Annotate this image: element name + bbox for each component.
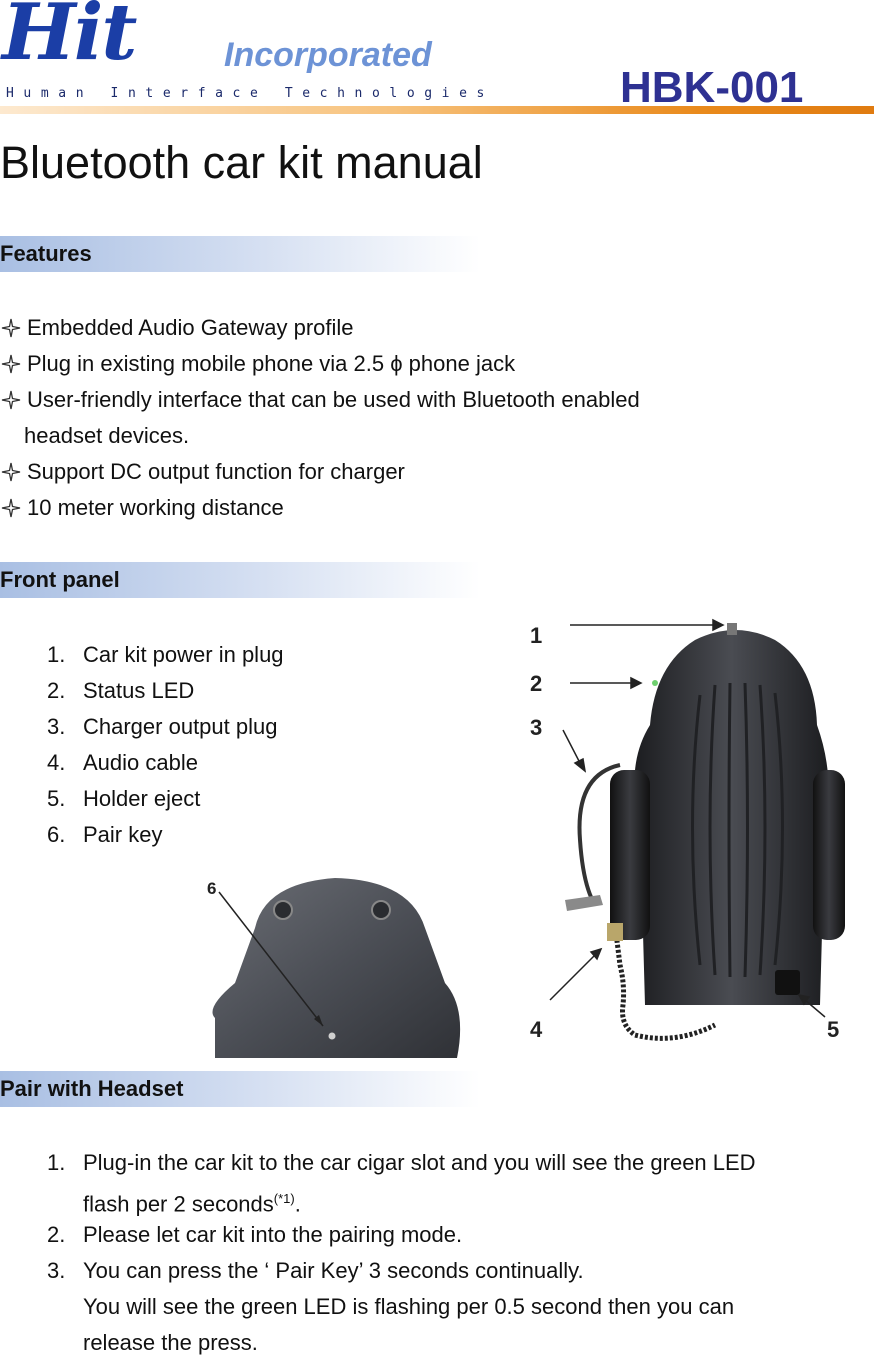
section-heading: Front panel <box>0 567 120 592</box>
model-number: HBK-001 <box>620 63 804 112</box>
callout-5: 5 <box>827 1017 839 1042</box>
callout-2: 2 <box>530 671 542 696</box>
list-item: 5.Holder eject <box>47 786 201 811</box>
section-header-pair-with-headset: Pair with Headset <box>0 1071 480 1107</box>
hit-logo: Hit <box>2 0 137 78</box>
callout-1: 1 <box>530 623 542 648</box>
star-bullet-icon <box>1 354 21 374</box>
list-item: 2.Status LED <box>47 678 195 703</box>
star-bullet-icon <box>1 318 21 338</box>
callout-6: 6 <box>207 879 216 898</box>
list-item-continuation: You will see the green LED is flashing p… <box>83 1294 735 1319</box>
page-title: Bluetooth car kit manual <box>0 137 483 188</box>
list-item: Support DC output function for charger <box>0 454 640 490</box>
section-header-front-panel: Front panel <box>0 562 480 598</box>
section-header-features: Features <box>0 236 480 272</box>
footnote-ref: (*1) <box>273 1191 295 1206</box>
list-item: 3.You can press the ‘ Pair Key’ 3 second… <box>47 1258 584 1283</box>
list-item-continuation: headset devices. <box>24 423 190 448</box>
list-item-continuation: flash per 2 seconds(*1). <box>83 1191 301 1217</box>
list-item: Embedded Audio Gateway profile <box>0 310 640 346</box>
header-divider <box>0 106 874 114</box>
features-list: Embedded Audio Gateway profile Plug in e… <box>0 310 640 526</box>
list-item-continuation: release the press. <box>83 1330 258 1355</box>
list-item: 1.Plug-in the car kit to the car cigar s… <box>47 1150 756 1175</box>
holder-underside-photo: 6 <box>207 878 461 1058</box>
callout-4: 4 <box>530 1017 543 1042</box>
list-item: 6.Pair key <box>47 822 163 847</box>
list-item: 1.Car kit power in plug <box>47 642 284 667</box>
list-item: 10 meter working distance <box>0 490 640 526</box>
logo-tagline: Human Interface Technologies <box>6 86 494 101</box>
car-kit-front-photo: 1 2 3 4 5 <box>530 618 845 1042</box>
incorporated-wordmark: Incorporated <box>224 36 432 74</box>
pair-steps-list: 1.Plug-in the car kit to the car cigar s… <box>47 1145 847 1361</box>
list-item: User-friendly interface that can be used… <box>0 382 640 418</box>
star-bullet-icon <box>1 462 21 482</box>
front-panel-list: 1.Car kit power in plug 2.Status LED 3.C… <box>47 637 347 853</box>
callout-3: 3 <box>530 715 542 740</box>
list-item: 3.Charger output plug <box>47 714 278 739</box>
section-heading: Pair with Headset <box>0 1076 184 1101</box>
list-item: 2.Please let car kit into the pairing mo… <box>47 1222 463 1247</box>
star-bullet-icon <box>1 390 21 410</box>
section-heading: Features <box>0 241 92 266</box>
list-item: 4.Audio cable <box>47 750 198 775</box>
list-item: Plug in existing mobile phone via 2.5 ϕ … <box>0 346 640 382</box>
star-bullet-icon <box>1 498 21 518</box>
